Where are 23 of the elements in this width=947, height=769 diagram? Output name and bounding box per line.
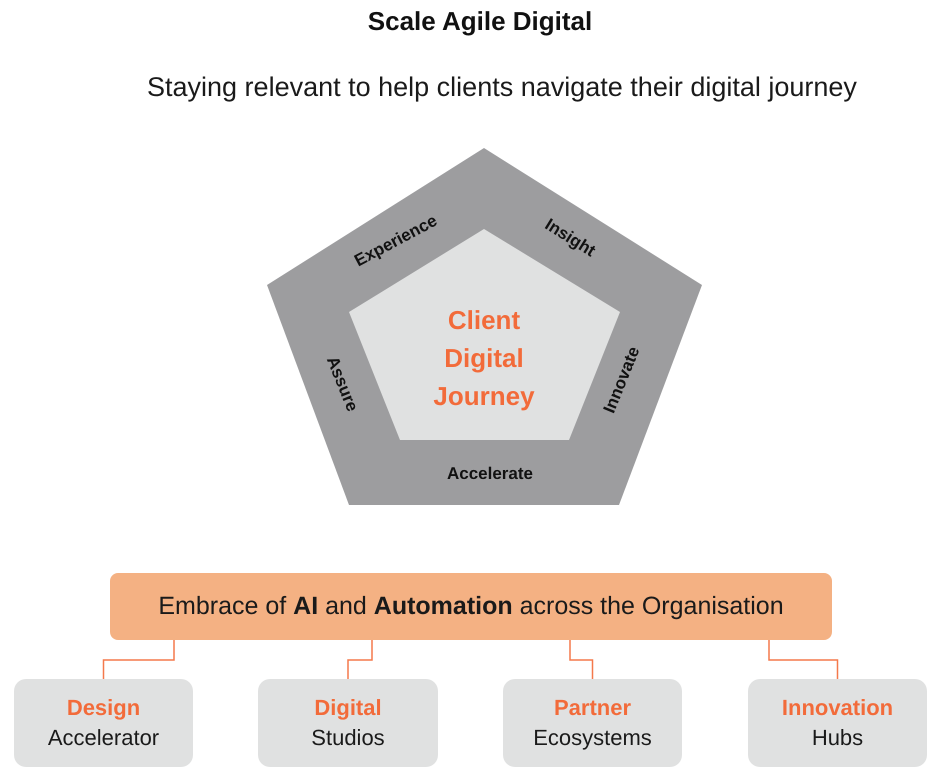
pentagon-band: [267, 148, 702, 505]
card-heading: Partner: [554, 694, 632, 722]
rounded-card: [14, 679, 193, 767]
card-text: Studios: [311, 724, 385, 752]
card-heading: Innovation: [782, 694, 894, 722]
rounded-card: [503, 679, 682, 767]
card-text: Ecosystems: [533, 724, 652, 752]
card-heading: Design: [66, 694, 140, 722]
banner-text: Embrace of AI and Automation across the Organisation: [158, 592, 784, 621]
card-text: Hubs: [812, 724, 864, 752]
card-text: Accelerator: [48, 724, 160, 752]
rounded-card: [258, 679, 438, 767]
rounded-card: [748, 679, 927, 767]
card-heading: Digital: [314, 694, 382, 722]
center-label: Client Digital Journey: [432, 304, 536, 413]
band-label: Accelerate: [447, 464, 533, 484]
subtitle: Staying relevant to help clients navigate their digital journey: [147, 72, 857, 103]
connector-line: [347, 640, 373, 679]
connector-line: [768, 640, 838, 679]
title: Scale Agile Digital: [366, 6, 594, 37]
connector-line: [569, 640, 594, 679]
banner-bar: [110, 573, 832, 640]
connector-line: [102, 640, 175, 679]
